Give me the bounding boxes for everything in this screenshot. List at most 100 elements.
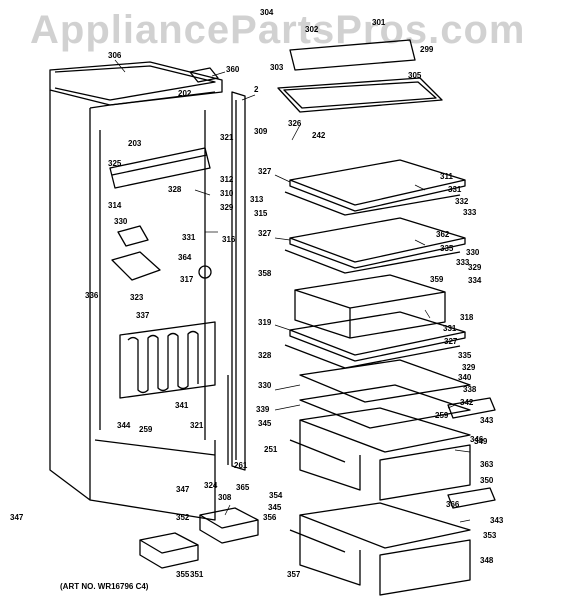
callout-label: 202 [178,89,192,98]
callout-label: 314 [108,201,122,210]
glass-shelf-lower [284,311,466,369]
deli-drawer [294,274,446,339]
evaporator-coil [119,321,216,399]
callout-label: 203 [128,139,142,148]
callout-label: 345 [268,503,282,512]
callout-label: 356 [263,513,277,522]
callout-label: 313 [250,195,264,204]
shelf-supports [447,397,496,509]
crossbar [109,147,211,189]
callout-label: 251 [264,445,278,454]
callout-label: 330 [114,217,128,226]
callout-label: 303 [270,63,284,72]
dairy-bins [139,507,259,569]
callout-label: 343 [490,516,504,525]
callout-label: 345 [258,419,272,428]
callout-label: 334 [468,276,482,285]
callout-label: 327 [258,229,272,238]
callout-label: 329 [462,363,476,372]
callout-label: 312 [220,175,234,184]
callout-label: 341 [175,401,189,410]
callout-label: 354 [269,491,283,500]
callout-label: 365 [236,483,250,492]
callout-label: 309 [254,127,268,136]
callout-label: 364 [178,253,192,262]
callout-label: 301 [372,18,386,27]
callout-label: 328 [258,351,272,360]
callout-label: 318 [460,313,474,322]
callout-label: 344 [117,421,131,430]
callout-label: 352 [176,513,190,522]
callout-label: 304 [260,8,274,17]
callout-label: 353 [483,531,497,540]
callout-label: 347 [10,513,24,522]
callout-label: 335 [440,244,454,253]
callout-label: 310 [220,189,234,198]
callout-label: 351 [190,570,204,579]
callout-label: 302 [305,25,319,34]
callout-label: 329 [220,203,234,212]
callout-label: 331 [443,324,457,333]
watermark-text: AppliancePartsPros.com [30,8,526,52]
glass-shelf-middle [284,217,466,274]
callout-label: 330 [258,381,272,390]
callout-label: 327 [258,167,272,176]
callout-label: 321 [190,421,204,430]
callout-label: 350 [480,476,494,485]
callout-label: 339 [256,405,270,414]
callout-label: 325 [108,159,122,168]
callout-label: 357 [287,570,301,579]
callout-label: 340 [458,373,472,382]
callout-label: 349 [474,437,488,446]
callout-label: 306 [108,51,122,60]
callout-label: 259 [435,411,449,420]
callout-label: 359 [430,275,444,284]
glass-shelf-top [284,159,466,216]
callout-label: 358 [258,269,272,278]
callout-label: 319 [258,318,272,327]
callout-label: 299 [420,45,434,54]
callout-label: 347 [176,485,190,494]
callout-label: 360 [226,65,240,74]
light-cover [189,67,219,83]
callout-label: 348 [480,556,494,565]
callout-label: 343 [480,416,494,425]
callout-label: 362 [436,230,450,239]
callout-label: 333 [463,208,477,217]
callout-label: 261 [234,461,248,470]
callout-label: 326 [288,119,302,128]
callout-label: 328 [168,185,182,194]
callout-label: 338 [463,385,477,394]
callout-label: 329 [468,263,482,272]
callout-label: 330 [466,248,480,257]
top-cover [277,39,443,113]
callout-label: 342 [460,398,474,407]
callout-label: 324 [204,481,218,490]
callout-label: 333 [456,258,470,267]
callout-label: 332 [455,197,469,206]
fresh-food-liner [49,61,223,521]
callout-label: 2 [254,85,259,94]
callout-label: 355 [176,570,190,579]
callout-label: 366 [446,500,460,509]
callout-label: 331 [182,233,196,242]
callout-label: 311 [440,172,453,181]
crisper-cover-frame [299,359,471,429]
callout-label: 363 [480,460,494,469]
callout-label: 331 [448,185,462,194]
callout-label: 308 [218,493,232,502]
mullion-rail [227,91,246,471]
callout-label: 316 [222,235,236,244]
callout-label: 305 [408,71,422,80]
callout-label: 323 [130,293,144,302]
callout-label: 259 [139,425,153,434]
crisper-drawer-lower [289,502,471,596]
art-number-caption: (ART NO. WR16796 C4) [60,582,149,591]
callout-label: 327 [444,337,458,346]
callout-label: 317 [180,275,194,284]
callout-label: 335 [458,351,472,360]
callout-label: 346 [470,435,484,444]
callout-label: 321 [220,133,234,142]
